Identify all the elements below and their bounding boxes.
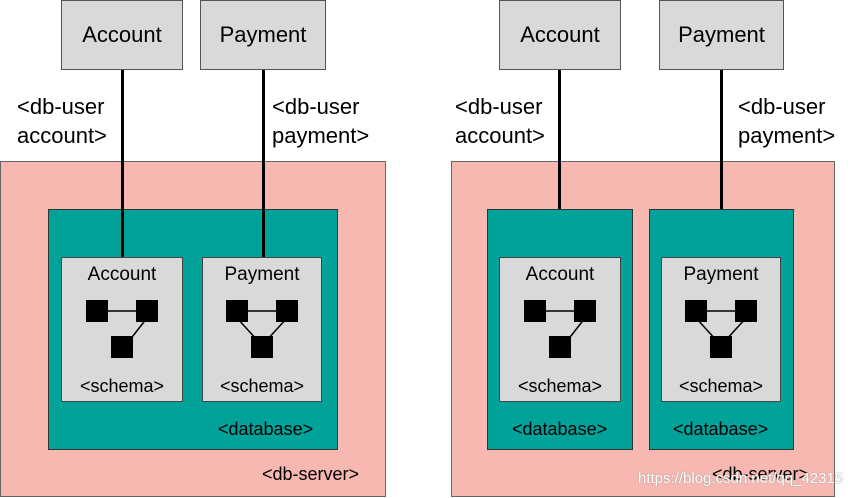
db-user-line-2: payment> (272, 123, 370, 148)
left-account-db-user: <db-user account> (17, 92, 107, 150)
left-database-label: <database> (218, 419, 314, 439)
left-payment-db-user: <db-user payment> (272, 92, 369, 150)
left-account-connection (121, 70, 124, 257)
schema-title: Account (525, 264, 595, 285)
right-account-connection (558, 70, 561, 209)
right-payment-db-user: <db-user payment> (738, 92, 835, 150)
left-account-schema: Account <schema> (61, 257, 183, 402)
left-account-service: Account (61, 0, 183, 70)
schema-label: <schema> (517, 376, 603, 396)
db-user-line-1: <db-user (738, 94, 826, 119)
right-payment-database-label: <database> (673, 419, 769, 439)
right-account-schema: Account <schema> (499, 257, 621, 402)
payment-tables-icon (685, 300, 757, 358)
schema-label: <schema> (79, 376, 165, 396)
db-user-line-1: <db-user (272, 94, 360, 119)
left-payment-schema: Payment <schema> (202, 257, 322, 402)
watermark: https://blog.csdn.net/qq_42315 (638, 470, 844, 487)
db-user-line-2: account> (455, 123, 545, 148)
db-user-line-1: <db-user (17, 94, 105, 119)
right-account-service: Account (499, 0, 621, 70)
db-user-line-2: payment> (738, 123, 836, 148)
left-payment-connection (262, 70, 265, 257)
schema-title: Account (87, 264, 157, 285)
right-account-db-user: <db-user account> (455, 92, 545, 150)
schema-title: Payment (224, 264, 300, 285)
account-tables-icon (86, 300, 158, 358)
right-payment-connection (720, 70, 723, 209)
db-user-line-2: account> (17, 123, 107, 148)
right-payment-schema: Payment <schema> (661, 257, 781, 402)
account-tables-icon (524, 300, 596, 358)
right-db-server-label: <db-server> (712, 464, 810, 484)
right-account-database-label: <database> (512, 419, 608, 439)
left-payment-service: Payment (200, 0, 326, 70)
schema-title: Payment (683, 264, 759, 285)
db-user-line-1: <db-user (455, 94, 543, 119)
schema-label: <schema> (678, 376, 764, 396)
right-payment-service: Payment (659, 0, 784, 70)
left-db-server-label: <db-server> (262, 464, 360, 484)
schema-label: <schema> (219, 376, 305, 396)
payment-tables-icon (226, 300, 298, 358)
